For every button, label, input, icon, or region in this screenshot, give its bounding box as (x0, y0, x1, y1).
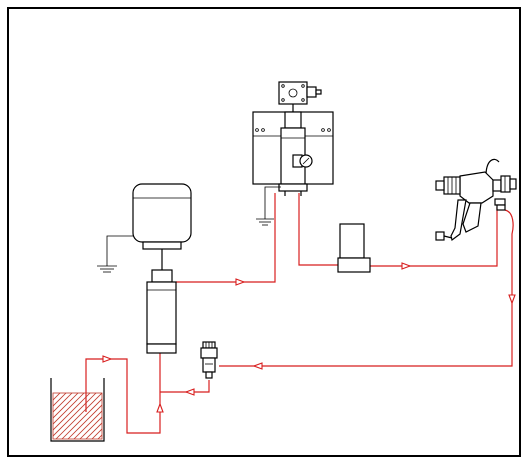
spray-gun-icon (435, 158, 517, 242)
filter-icon (337, 223, 371, 273)
pipe-filter-to-gun (370, 207, 498, 267)
ground-icon (97, 235, 133, 273)
motor-icon (132, 183, 192, 270)
valve-icon (200, 341, 218, 379)
pipe-network (85, 193, 516, 434)
flow-arrow (401, 262, 412, 270)
flow-arrow (508, 294, 516, 305)
flow-arrow (252, 362, 263, 370)
pipe-suction (85, 353, 161, 434)
diagram-frame (7, 7, 521, 457)
pump-cylinder-icon (146, 269, 177, 354)
paint-reservoir-icon (50, 378, 105, 442)
pipe-regulator-to-filter (298, 193, 338, 266)
ground-icon (256, 186, 281, 226)
flow-arrow (184, 388, 195, 396)
flow-arrow (235, 278, 246, 286)
pipe-gun-return (219, 209, 514, 367)
flow-arrow (102, 355, 113, 363)
regulator-icon (252, 81, 334, 196)
pipe-valve-to-pump (160, 380, 210, 393)
pipe-pump-to-regulator (176, 193, 276, 283)
flow-arrow (156, 402, 164, 413)
